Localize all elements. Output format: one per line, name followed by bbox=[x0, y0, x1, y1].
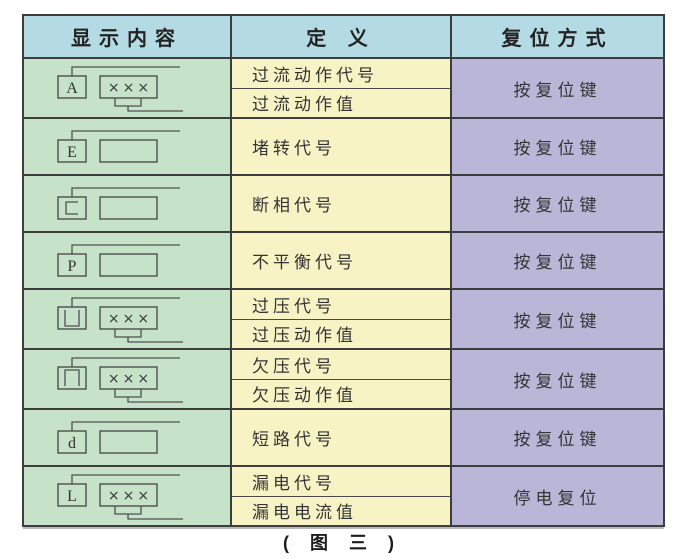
display-cell-locked-rotor: E bbox=[22, 117, 232, 176]
definition-cell: 过压代号 bbox=[230, 288, 452, 320]
definition-cell: 堵转代号 bbox=[230, 117, 452, 176]
definition-cell: 过流动作代号 bbox=[230, 57, 452, 89]
reset-cell: 按复位键 bbox=[450, 231, 665, 290]
leakage-display-icon: L ××× bbox=[57, 474, 183, 520]
reset-cell: 按复位键 bbox=[450, 348, 665, 410]
definition-cell: 短路代号 bbox=[230, 408, 452, 467]
phase-loss-display-icon bbox=[57, 187, 180, 220]
display-cell-leakage: L ××× bbox=[22, 465, 232, 527]
display-cell-short-circuit: d bbox=[22, 408, 232, 467]
overcurrent-display-icon: A ××× bbox=[57, 66, 183, 112]
definition-cell: 欠压代号 bbox=[230, 348, 452, 380]
short-circuit-display-icon: d bbox=[57, 421, 180, 454]
square-c-glyph bbox=[65, 201, 78, 215]
table-row: 欠压动作值 bbox=[23, 378, 664, 410]
table-row: L ××× 漏电代号 停电复位 bbox=[22, 465, 665, 527]
display-cell-phase-loss bbox=[22, 174, 232, 233]
table-row: 断相代号 按复位键 bbox=[22, 174, 665, 233]
definition-cell: 过压动作值 bbox=[230, 318, 452, 350]
header-reset-method: 复位方式 bbox=[450, 14, 665, 59]
table-row: 过压动作值 bbox=[23, 318, 664, 350]
definition-cell: 过流动作值 bbox=[230, 87, 452, 119]
unbalance-display-icon: P bbox=[57, 244, 180, 277]
locked-rotor-display-icon: E bbox=[57, 130, 180, 163]
svg-text:L: L bbox=[67, 488, 77, 505]
display-cell-undervoltage: ××× bbox=[22, 348, 232, 410]
table-row: ××× 过压代号 按复位键 bbox=[22, 288, 665, 350]
svg-text:E: E bbox=[67, 144, 77, 161]
display-cell-overvoltage: ××× bbox=[22, 288, 232, 350]
definition-cell: 断相代号 bbox=[230, 174, 452, 233]
svg-text:×××: ××× bbox=[108, 488, 152, 504]
display-cell-unbalance: P bbox=[22, 231, 232, 290]
reset-cell: 按复位键 bbox=[450, 174, 665, 233]
svg-text:×××: ××× bbox=[108, 371, 152, 387]
svg-text:×××: ××× bbox=[108, 311, 152, 327]
svg-text:A: A bbox=[66, 80, 78, 97]
display-cell-overcurrent: A ××× bbox=[22, 57, 232, 119]
table-row: ××× 欠压代号 按复位键 bbox=[22, 348, 665, 410]
definition-cell: 不平衡代号 bbox=[230, 231, 452, 290]
overvoltage-display-icon: ××× bbox=[57, 297, 183, 343]
svg-text:d: d bbox=[68, 435, 76, 452]
table-row: 过流动作值 bbox=[23, 87, 664, 119]
reset-cell: 按复位键 bbox=[450, 288, 665, 350]
table-row: P 不平衡代号 按复位键 bbox=[22, 231, 665, 290]
table-row: d 短路代号 按复位键 bbox=[22, 408, 665, 467]
square-cup-glyph bbox=[64, 310, 80, 327]
table-row: 漏电电流值 bbox=[23, 495, 664, 527]
reset-cell: 按复位键 bbox=[450, 408, 665, 467]
table-row: A ××× 过流动作代号 按复位键 bbox=[22, 57, 665, 119]
svg-text:P: P bbox=[68, 258, 77, 275]
header-definition: 定 义 bbox=[230, 14, 452, 59]
definition-cell: 欠压动作值 bbox=[230, 378, 452, 410]
table-header-row: 显示内容 定 义 复位方式 bbox=[22, 14, 665, 59]
definition-cell: 漏电电流值 bbox=[230, 495, 452, 527]
header-display-content: 显示内容 bbox=[22, 14, 232, 59]
reset-cell: 按复位键 bbox=[450, 117, 665, 176]
display-codes-table: 显示内容 定 义 复位方式 A ××× 过流动作代号 按复位键 bbox=[22, 14, 665, 527]
reset-cell: 停电复位 bbox=[450, 465, 665, 527]
figure-caption: ( 图 三 ) bbox=[283, 533, 402, 553]
definition-cell: 漏电代号 bbox=[230, 465, 452, 497]
undervoltage-display-icon: ××× bbox=[57, 357, 183, 403]
svg-text:×××: ××× bbox=[108, 80, 152, 96]
reset-cell: 按复位键 bbox=[450, 57, 665, 119]
table-row: E 堵转代号 按复位键 bbox=[22, 117, 665, 176]
square-cap-glyph bbox=[64, 369, 80, 386]
